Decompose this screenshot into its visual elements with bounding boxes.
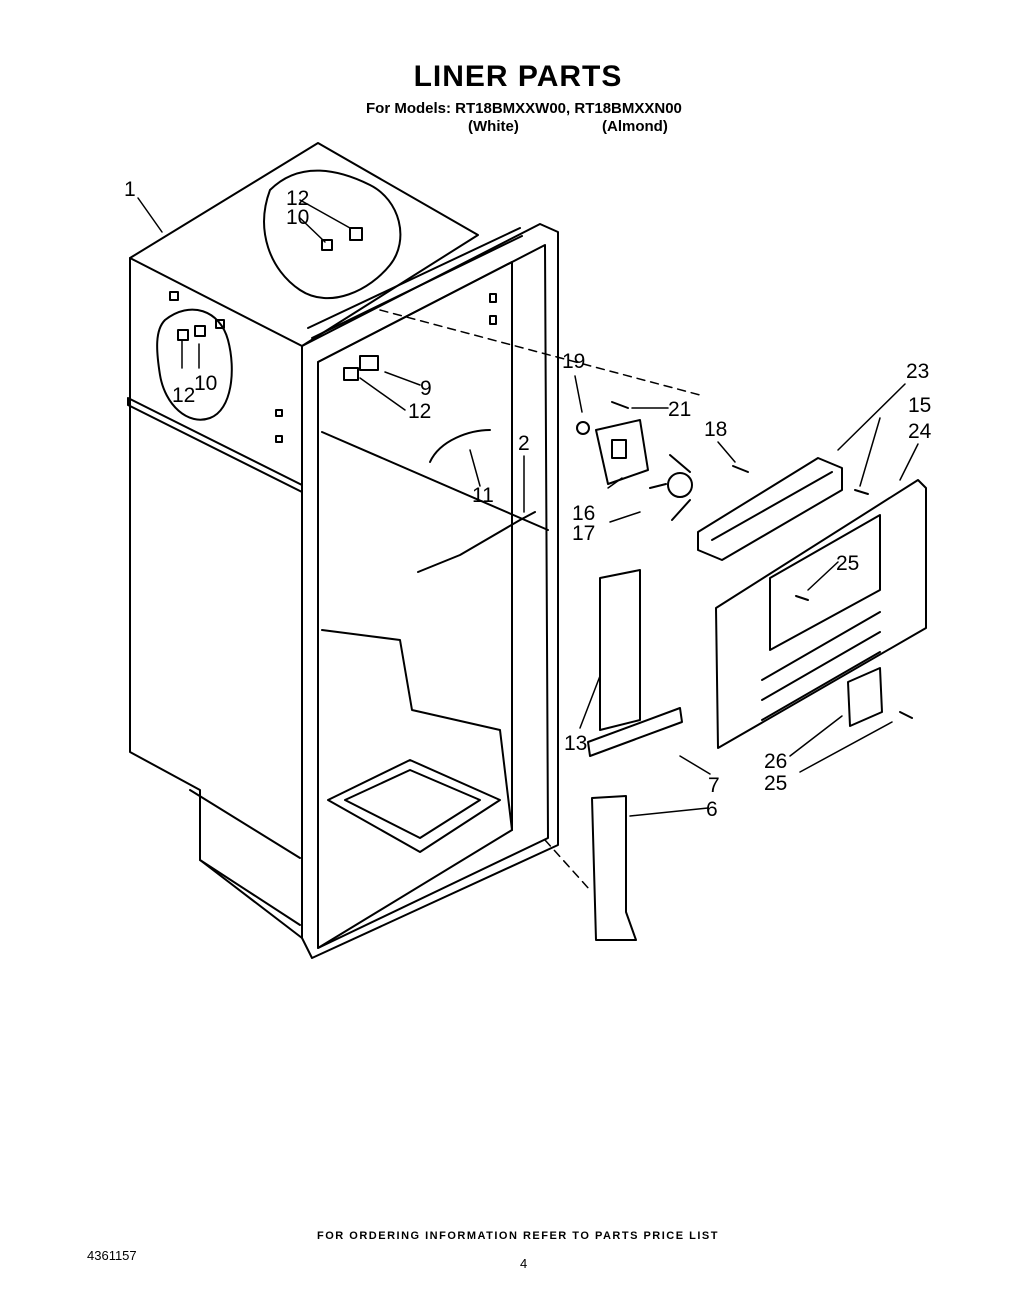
ordering-note: FOR ORDERING INFORMATION REFER TO PARTS … — [317, 1230, 719, 1242]
callout-6: 6 — [706, 798, 718, 821]
screw-part-25 — [899, 711, 913, 719]
grille-part-23 — [697, 457, 843, 561]
leader-lines — [137, 197, 919, 817]
callout-12-mid: 12 — [408, 400, 431, 423]
callout-24: 24 — [908, 420, 932, 443]
callout-26: 26 — [764, 750, 787, 773]
harness-part-2 — [417, 511, 536, 573]
cutaway-detail-side — [156, 308, 233, 421]
plate-part-26 — [847, 667, 883, 727]
duct-part-13 — [599, 569, 641, 731]
fan-blade-part-17 — [649, 454, 693, 521]
screw-part-25-upper — [795, 595, 809, 601]
callout-15: 15 — [908, 394, 931, 417]
callout-7: 7 — [708, 774, 720, 797]
callout-13: 13 — [564, 732, 587, 755]
page-number: 4 — [520, 1256, 528, 1271]
callout-2: 2 — [518, 432, 530, 455]
callout-21: 21 — [668, 398, 691, 421]
callout-18: 18 — [704, 418, 727, 441]
callout-9: 9 — [420, 377, 432, 400]
document-number: 4361157 — [87, 1248, 137, 1263]
callout-1: 1 — [124, 178, 136, 201]
callout-12-top: 12 — [286, 187, 309, 210]
callout-10-top: 10 — [286, 206, 309, 229]
back-panel-part-24 — [715, 479, 927, 749]
callout-10-side: 10 — [194, 372, 217, 395]
callout-23: 23 — [906, 360, 929, 383]
clip-part-12 — [343, 367, 359, 381]
clip-part-9 — [359, 355, 379, 371]
variant-almond: (Almond) — [602, 118, 668, 135]
callout-25-lower: 25 — [764, 772, 787, 795]
cutaway-detail-top — [263, 169, 402, 300]
page-title: LINER PARTS — [413, 60, 623, 93]
callout-12-side: 12 — [172, 384, 195, 407]
callout-11: 11 — [472, 484, 494, 507]
callout-16: 16 — [572, 502, 595, 525]
callout-25-upper: 25 — [836, 552, 859, 575]
liner-cabinet — [127, 142, 559, 959]
callout-17: 17 — [572, 522, 595, 545]
callout-19: 19 — [562, 350, 585, 373]
screw-part-15 — [854, 489, 869, 495]
cover-part-6 — [591, 795, 637, 941]
screw-part-21 — [611, 401, 629, 409]
callout-labels: 1 12 10 12 10 9 12 11 2 19 21 16 17 18 2… — [124, 178, 932, 821]
projection-line — [379, 309, 701, 891]
models-line: For Models: RT18BMXXW00, RT18BMXXN00 — [366, 100, 682, 117]
bracket-part-7 — [587, 707, 683, 757]
wire-part-11 — [429, 429, 491, 463]
fan-motor-part-16 — [595, 419, 649, 485]
screw-part-18 — [732, 465, 749, 473]
variant-white: (White) — [468, 118, 519, 135]
screw-part-19 — [576, 421, 590, 435]
